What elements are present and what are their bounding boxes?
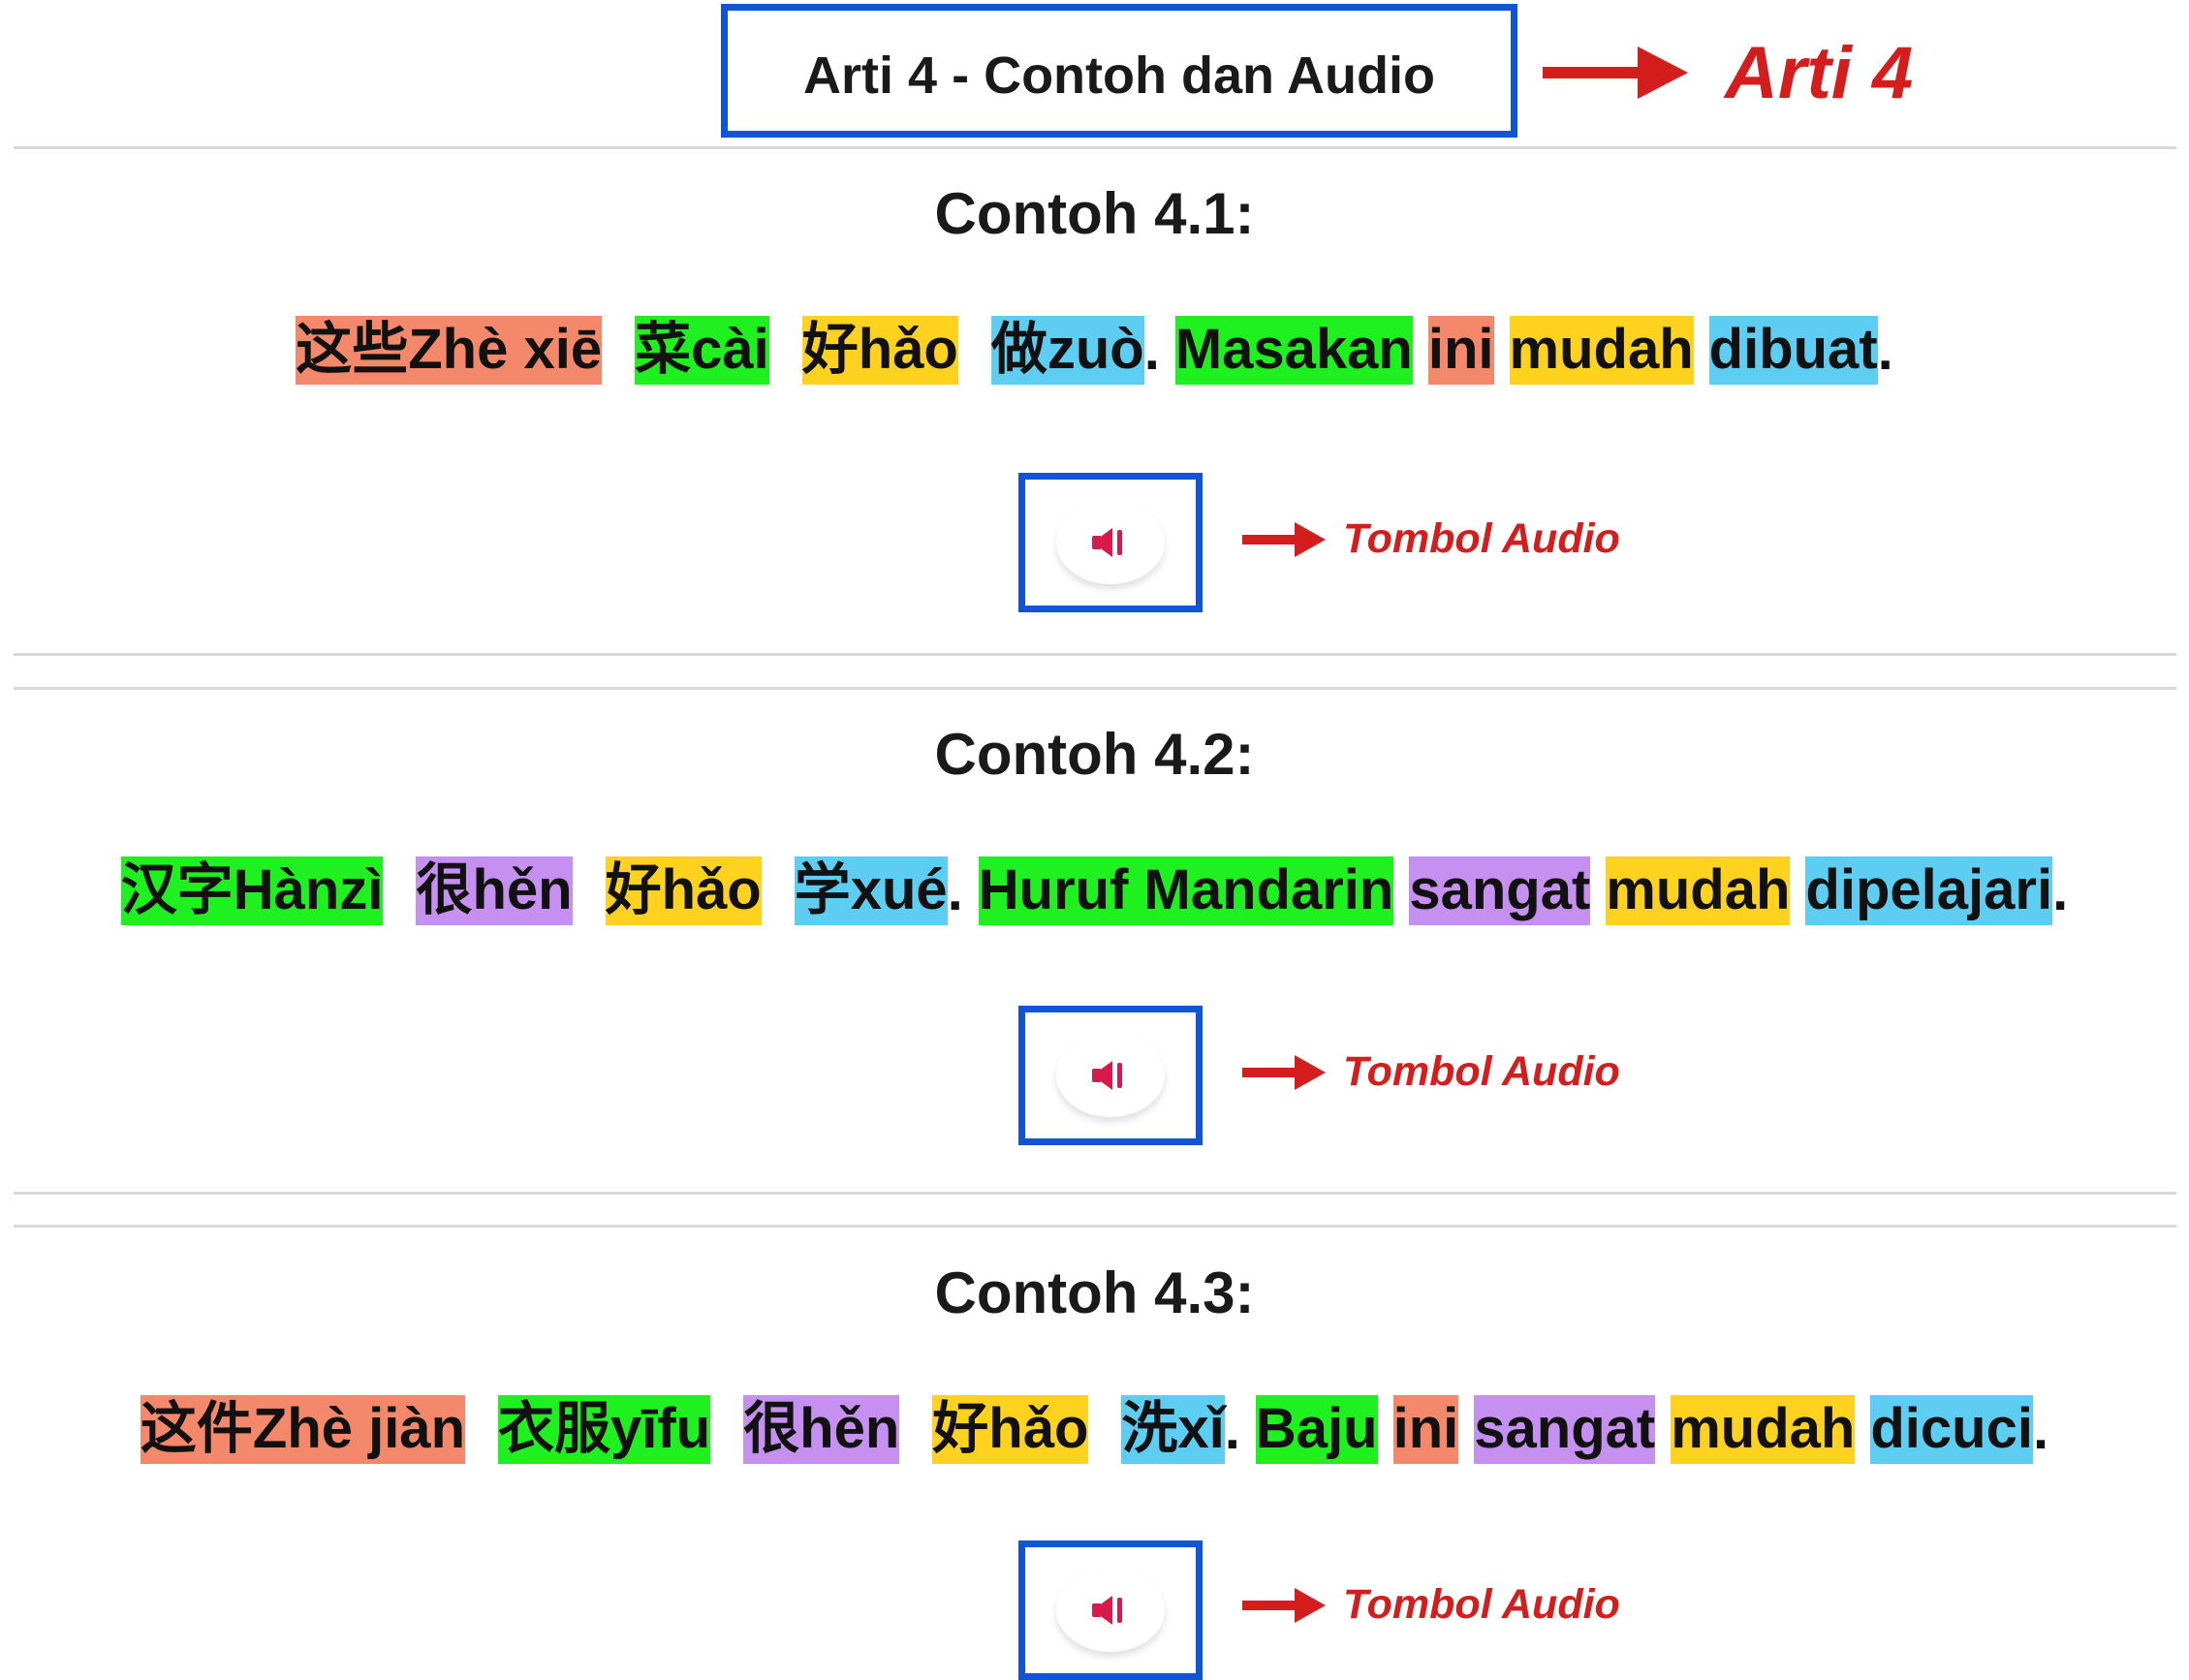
divider <box>14 1225 2176 1228</box>
audio-button-highlight <box>1018 1006 1203 1145</box>
chinese-word: 做zuò <box>990 316 1144 385</box>
arrow-right-icon <box>1242 521 1326 557</box>
section-header-box: Arti 4 - Contoh dan Audio <box>721 4 1517 138</box>
audio-button-highlight <box>1018 473 1203 612</box>
chinese-word: 这些Zhè xiē <box>296 316 603 385</box>
indonesian-word: dicuci <box>1870 1395 2033 1464</box>
arrow-right-icon <box>1242 1587 1326 1623</box>
chinese-word: 很hěn <box>743 1395 900 1464</box>
chinese-word: 好hǎo <box>932 1395 1089 1464</box>
indonesian-word: ini <box>1392 1395 1459 1464</box>
audio-annotation: Tombol Audio <box>1242 515 1620 563</box>
indonesian-word: dipelajari <box>1805 856 2053 925</box>
chinese-word: 菜cài <box>635 316 769 385</box>
chinese-word: 汉字Hànzì <box>120 856 384 925</box>
example-title: Contoh 4.3: <box>934 1260 1255 1325</box>
audio-annotation: Tombol Audio <box>1242 1581 1620 1629</box>
audio-annotation: Tombol Audio <box>1242 1048 1620 1096</box>
header-annotation-label: Arti 4 <box>1725 31 1914 114</box>
example-title: Contoh 4.1: <box>934 181 1255 246</box>
arrow-right-icon <box>1242 1054 1326 1090</box>
chinese-word: 学xué <box>794 856 948 925</box>
indonesian-word: mudah <box>1671 1395 1856 1464</box>
audio-annotation-label: Tombol Audio <box>1343 1581 1620 1628</box>
audio-button-highlight <box>1018 1540 1203 1680</box>
audio-annotation-label: Tombol Audio <box>1343 1048 1620 1095</box>
divider <box>14 653 2176 656</box>
indonesian-word: dibuat <box>1708 316 1878 385</box>
divider <box>14 146 2176 149</box>
indonesian-word: Masakan <box>1174 316 1413 385</box>
indonesian-word: sangat <box>1474 1395 1656 1464</box>
chinese-word: 这件Zhè jiàn <box>140 1395 466 1464</box>
example-title: Contoh 4.2: <box>934 722 1255 787</box>
indonesian-word: mudah <box>1606 856 1791 925</box>
chinese-word: 衣服yīfu <box>498 1395 711 1464</box>
indonesian-word: mudah <box>1509 316 1694 385</box>
arrow-right-icon <box>1543 47 1688 99</box>
chinese-word: 好hǎo <box>801 316 958 385</box>
audio-button[interactable] <box>1056 501 1165 584</box>
indonesian-word: sangat <box>1409 856 1591 925</box>
header-annotation: Arti 4 <box>1543 29 1913 116</box>
divider <box>14 687 2176 690</box>
chinese-word: 洗xǐ <box>1121 1395 1225 1464</box>
speaker-icon <box>1092 528 1122 557</box>
chinese-word: 好hǎo <box>605 856 762 925</box>
indonesian-word: ini <box>1427 316 1494 385</box>
speaker-icon <box>1092 1061 1122 1090</box>
audio-annotation-label: Tombol Audio <box>1343 515 1620 562</box>
chinese-word: 很hěn <box>416 856 573 925</box>
audio-button[interactable] <box>1056 1034 1165 1117</box>
indonesian-word: Baju <box>1255 1395 1378 1464</box>
section-title: Arti 4 - Contoh dan Audio <box>803 47 1435 105</box>
audio-button[interactable] <box>1056 1569 1165 1652</box>
indonesian-word: Huruf Mandarin <box>978 856 1394 925</box>
speaker-icon <box>1092 1596 1122 1625</box>
divider <box>14 1192 2176 1195</box>
